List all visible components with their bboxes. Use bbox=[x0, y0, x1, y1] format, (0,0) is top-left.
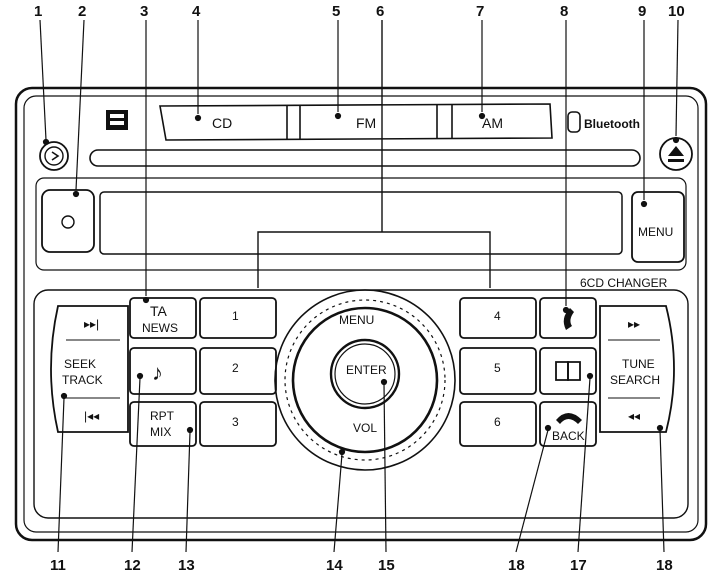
preset-3-label: 3 bbox=[232, 415, 239, 429]
music-note-icon: ♪ bbox=[152, 360, 163, 385]
back-button[interactable] bbox=[539, 401, 597, 447]
tune-search-rocker[interactable] bbox=[599, 305, 675, 433]
bluetooth-icon bbox=[567, 111, 581, 133]
preset-2-label: 2 bbox=[232, 361, 239, 375]
phone-icon bbox=[563, 308, 574, 330]
tune-label: TUNE bbox=[622, 357, 655, 371]
display-toggle-button[interactable] bbox=[41, 189, 95, 253]
seek-up-icon: ▸▸| bbox=[84, 317, 99, 331]
preset-5-label: 5 bbox=[494, 361, 501, 375]
fm-button-label[interactable]: FM bbox=[356, 115, 376, 131]
ta-label: TA bbox=[150, 303, 168, 319]
vol-label: VOL bbox=[353, 421, 377, 435]
preset-6-button[interactable] bbox=[459, 401, 537, 447]
cd-button-label[interactable]: CD bbox=[212, 115, 232, 131]
seek-label: SEEK bbox=[64, 357, 96, 371]
callout-18-tune: 18 bbox=[656, 557, 673, 574]
callout-4: 4 bbox=[192, 3, 201, 20]
menu-button-label[interactable]: MENU bbox=[638, 225, 673, 239]
cd-changer-label: 6CD CHANGER bbox=[580, 276, 668, 290]
preset-3-button[interactable] bbox=[199, 401, 277, 447]
ta-news-button[interactable] bbox=[129, 297, 197, 339]
preset-1-label: 1 bbox=[232, 309, 239, 323]
tune-down-icon: ◂◂ bbox=[628, 409, 640, 423]
callout-12: 12 bbox=[124, 557, 141, 574]
news-label: NEWS bbox=[142, 321, 178, 335]
knob-menu-label: MENU bbox=[339, 313, 374, 327]
callout-18-back: 18 bbox=[508, 557, 525, 574]
back-label: BACK bbox=[552, 429, 585, 443]
callout-9: 9 bbox=[638, 3, 646, 20]
phone-button[interactable] bbox=[539, 297, 597, 339]
callout-13: 13 bbox=[178, 557, 195, 574]
callout-7: 7 bbox=[476, 3, 484, 20]
rpt-mix-button[interactable] bbox=[129, 401, 197, 447]
book-icon bbox=[555, 361, 581, 381]
phonebook-button[interactable] bbox=[539, 347, 597, 395]
callout-15: 15 bbox=[378, 557, 395, 574]
callout-leader-lines bbox=[39, 19, 680, 553]
preset-5-button[interactable] bbox=[459, 347, 537, 395]
bluetooth-label: Bluetooth bbox=[584, 117, 640, 131]
callout-1: 1 bbox=[34, 3, 42, 20]
cd-logo-icon bbox=[106, 110, 128, 130]
power-button[interactable] bbox=[39, 141, 69, 171]
menu-button[interactable] bbox=[631, 191, 685, 263]
callout-10: 10 bbox=[668, 3, 685, 20]
track-label: TRACK bbox=[62, 373, 103, 387]
hang-up-icon bbox=[556, 413, 582, 424]
enter-button[interactable] bbox=[329, 338, 401, 410]
rpt-label: RPT bbox=[150, 409, 175, 423]
tune-up-icon: ▸▸ bbox=[628, 317, 640, 331]
preset-6-label: 6 bbox=[494, 415, 501, 429]
source-button-bar bbox=[159, 103, 553, 141]
volume-knob[interactable] bbox=[274, 289, 456, 471]
seek-track-rocker[interactable] bbox=[50, 305, 129, 433]
music-button[interactable] bbox=[129, 347, 197, 395]
preset-4-label: 4 bbox=[494, 309, 501, 323]
preset-4-button[interactable] bbox=[459, 297, 537, 339]
seek-down-icon: |◂◂ bbox=[84, 409, 99, 423]
callout-3: 3 bbox=[140, 3, 148, 20]
mix-label: MIX bbox=[150, 425, 171, 439]
enter-label: ENTER bbox=[346, 363, 387, 377]
head-unit-casing bbox=[14, 86, 708, 542]
callout-8: 8 bbox=[560, 3, 568, 20]
callout-14: 14 bbox=[326, 557, 343, 574]
am-button-label[interactable]: AM bbox=[482, 115, 503, 131]
callout-11: 11 bbox=[50, 557, 66, 574]
search-label: SEARCH bbox=[610, 373, 660, 387]
preset-bracket bbox=[257, 20, 491, 288]
callout-6: 6 bbox=[376, 3, 384, 20]
callout-2: 2 bbox=[78, 3, 86, 20]
callout-numbers: 1 2 3 4 5 6 7 8 9 10 11 12 13 14 15 18 1… bbox=[34, 3, 685, 574]
callout-5: 5 bbox=[332, 3, 340, 20]
preset-1-button[interactable] bbox=[199, 297, 277, 339]
callout-17: 17 bbox=[570, 557, 587, 574]
